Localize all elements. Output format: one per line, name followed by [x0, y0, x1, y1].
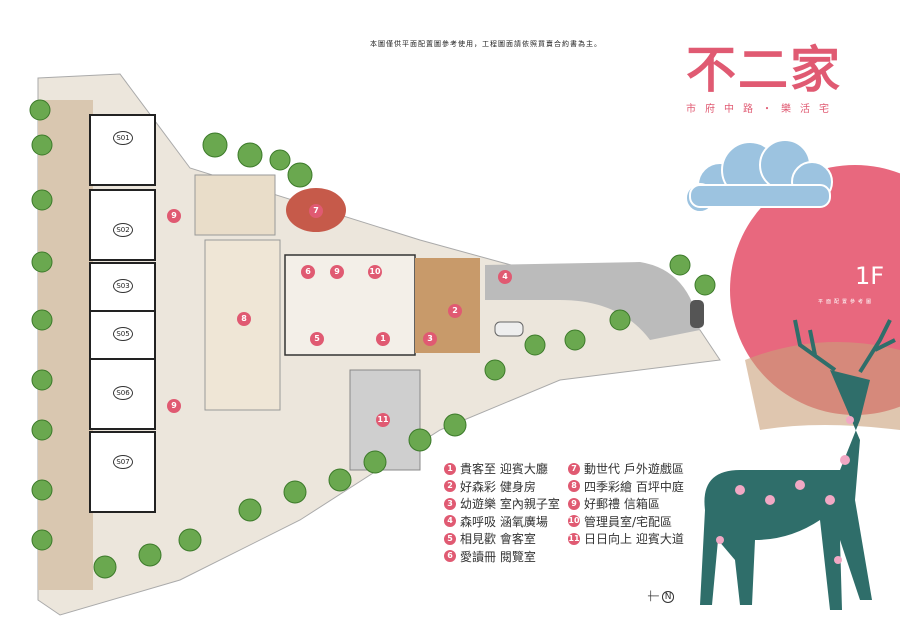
legend-item: 10 管理員室/宅配區: [568, 513, 738, 531]
marker-5: 5: [310, 332, 324, 346]
legend-text: 愛讀冊 閱覽室: [460, 549, 536, 564]
legend-text: 好森彩 健身房: [460, 479, 536, 494]
legend-item: 5 相見歡 會客室: [444, 530, 614, 548]
legend-text: 日日向上 迎賓大道: [584, 532, 684, 547]
north-compass-icon: ┼─ N: [648, 591, 675, 603]
legend-item: 9 好郵禮 信箱區: [568, 495, 738, 513]
car-icon: [690, 300, 704, 328]
legend-number: 1: [444, 462, 456, 475]
legend-number: 10: [568, 515, 580, 528]
marker-9: 9: [167, 209, 181, 223]
driveway: [485, 262, 700, 340]
marker-11: 11: [376, 413, 390, 427]
legend-text: 好郵禮 信箱區: [584, 497, 660, 512]
legend-item: 8 四季彩繪 百坪中庭: [568, 478, 738, 496]
unit-label: S03: [113, 279, 133, 293]
marker-3: 3: [423, 332, 437, 346]
marker-9: 9: [330, 265, 344, 279]
unit-label: S05: [113, 327, 133, 341]
legend-number: 8: [568, 480, 580, 493]
marker-1: 1: [376, 332, 390, 346]
legend-number: 5: [444, 532, 456, 545]
legend-item: 6 愛讀冊 閱覽室: [444, 548, 614, 566]
legend-item: 7 動世代 戶外遊戲區: [568, 460, 738, 478]
legend-number: 7: [568, 462, 580, 475]
legend-number: 9: [568, 497, 580, 510]
legend-text: 森呼吸 涵氧廣場: [460, 514, 548, 529]
marker-7: 7: [309, 204, 323, 218]
legend-text: 貴客至 迎賓大廳: [460, 462, 548, 477]
unit-label: S06: [113, 386, 133, 400]
deer-illustration: [700, 319, 896, 610]
legend-text: 管理員室/宅配區: [584, 514, 673, 529]
marker-9: 9: [167, 399, 181, 413]
car-icon: [494, 321, 524, 337]
floor-subtitle: 平面配置參考圖: [818, 299, 875, 305]
legend-number: 4: [444, 515, 456, 528]
unit-label: S02: [113, 223, 133, 237]
legend-right-column: 7 動世代 戶外遊戲區 8 四季彩繪 百坪中庭 9 好郵禮 信箱區 10 管理員室/宅配…: [568, 460, 738, 548]
legend-text: 動世代 戶外遊戲區: [584, 462, 684, 477]
marker-6: 6: [301, 265, 315, 279]
brand-slogan: 市府中路・樂活宅: [686, 104, 838, 115]
courtyard-top: [194, 174, 276, 236]
cloud-icon: [685, 139, 833, 213]
legend-number: 2: [444, 480, 456, 493]
shop-units: [89, 114, 156, 513]
marker-2: 2: [448, 304, 462, 318]
legend-text: 四季彩繪 百坪中庭: [584, 479, 684, 494]
unit-label: S07: [113, 455, 133, 469]
brand-logo: 不二家: [686, 41, 842, 99]
legend-number: 11: [568, 532, 580, 545]
legend-item: 11 日日向上 迎賓大道: [568, 530, 738, 548]
marker-10: 10: [368, 265, 382, 279]
disclaimer-notice: 本圖僅供平面配置圖參考使用，工程圖面請依照買賣合約書為主。: [370, 40, 602, 48]
front-paving: [38, 100, 93, 590]
legend-item: 1 貴客至 迎賓大廳: [444, 460, 614, 478]
marker-8: 8: [237, 312, 251, 326]
compass-label: N: [661, 591, 675, 603]
floor-label: 1F: [855, 262, 885, 290]
legend-text: 幼遊樂 室內親子室: [460, 497, 560, 512]
marker-4: 4: [498, 270, 512, 284]
unit-label: S01: [113, 131, 133, 145]
legend-item: 3 幼遊樂 室內親子室: [444, 495, 614, 513]
legend-number: 3: [444, 497, 456, 510]
decor-band: [745, 342, 900, 430]
legend-item: 2 好森彩 健身房: [444, 478, 614, 496]
legend-text: 相見歡 會客室: [460, 532, 536, 547]
legend-item: 4 森呼吸 涵氧廣場: [444, 513, 614, 531]
tree-icons: [29, 99, 716, 579]
legend-number: 6: [444, 550, 456, 563]
